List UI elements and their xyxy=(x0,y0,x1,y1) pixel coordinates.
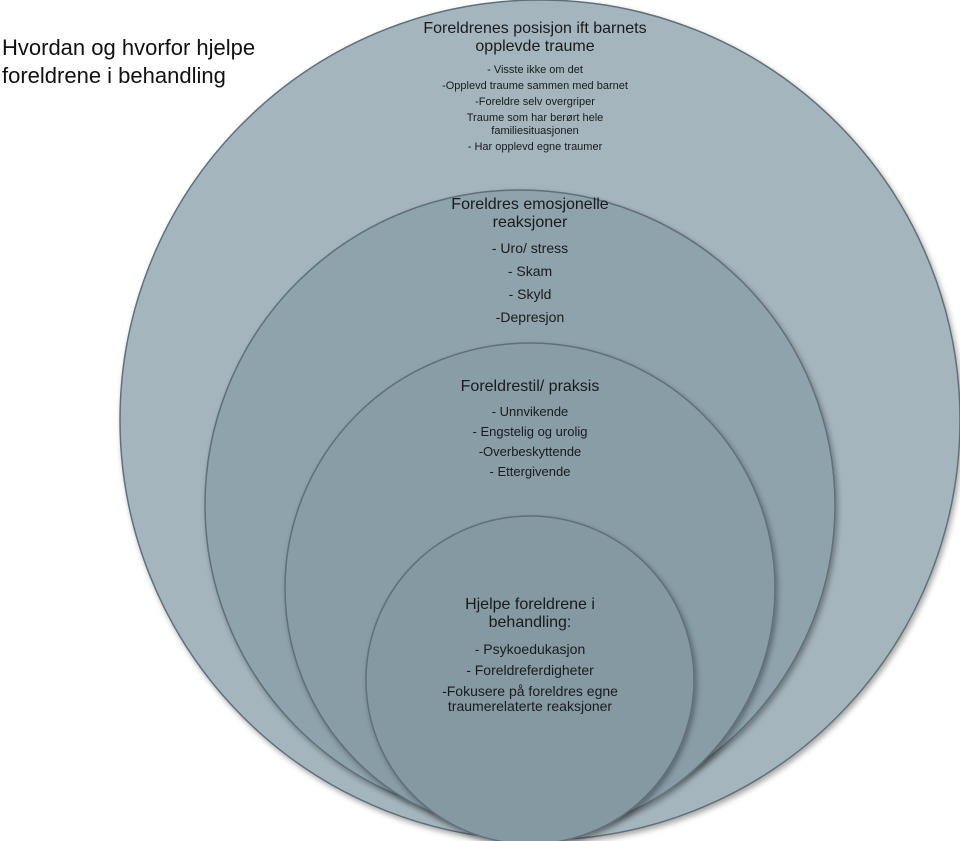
inner-circle-text: Hjelpe foreldrene i behandling: - Psykoe… xyxy=(405,596,655,720)
outer-circle-item: -Opplevd traume sammen med barnet xyxy=(442,80,628,92)
inner-circle-heading: Hjelpe foreldrene i behandling: xyxy=(465,596,595,631)
second-circle-item: - Uro/ stress xyxy=(491,240,569,256)
third-circle-text: Foreldrestil/ praksis - Unnvikende - Eng… xyxy=(410,378,650,484)
second-circle-text: Foreldres emosjonelle reaksjoner - Uro/ … xyxy=(405,196,655,332)
inner-circle-item: - Psykoedukasjon xyxy=(474,641,586,657)
second-circle-item: - Skyld xyxy=(508,286,552,302)
second-circle-heading: Foreldres emosjonelle reaksjoner xyxy=(451,196,609,231)
outer-circle-heading: Foreldrenes posisjon ift barnets opplevd… xyxy=(423,20,647,55)
second-circle-item: - Skam xyxy=(507,263,553,279)
outer-circle-item: - Visste ikke om det xyxy=(487,64,583,76)
third-circle-item: - Engstelig og urolig xyxy=(472,424,588,439)
third-circle-item: - Unnvikende xyxy=(491,404,569,419)
inner-circle-item: -Fokusere på foreldres egne traumerelate… xyxy=(442,683,618,714)
outer-circle-text: Foreldrenes posisjon ift barnets opplevd… xyxy=(410,20,660,157)
outer-circle-item: -Foreldre selv overgriper xyxy=(475,96,595,108)
inner-circle xyxy=(365,515,695,841)
outer-circle-item: - Har opplevd egne traumer xyxy=(467,141,603,153)
third-circle-item: -Overbeskyttende xyxy=(478,444,582,459)
third-circle-item: - Ettergivende xyxy=(489,464,571,479)
outer-circle-item: Traume som har berørt hele familiesituas… xyxy=(466,112,604,137)
third-circle-heading: Foreldrestil/ praksis xyxy=(460,378,600,395)
page-title: Hvordan og hvorfor hjelpe foreldrene i b… xyxy=(2,35,256,88)
second-circle-item: -Depresjon xyxy=(495,309,565,325)
inner-circle-item: - Foreldreferdigheter xyxy=(466,662,594,678)
